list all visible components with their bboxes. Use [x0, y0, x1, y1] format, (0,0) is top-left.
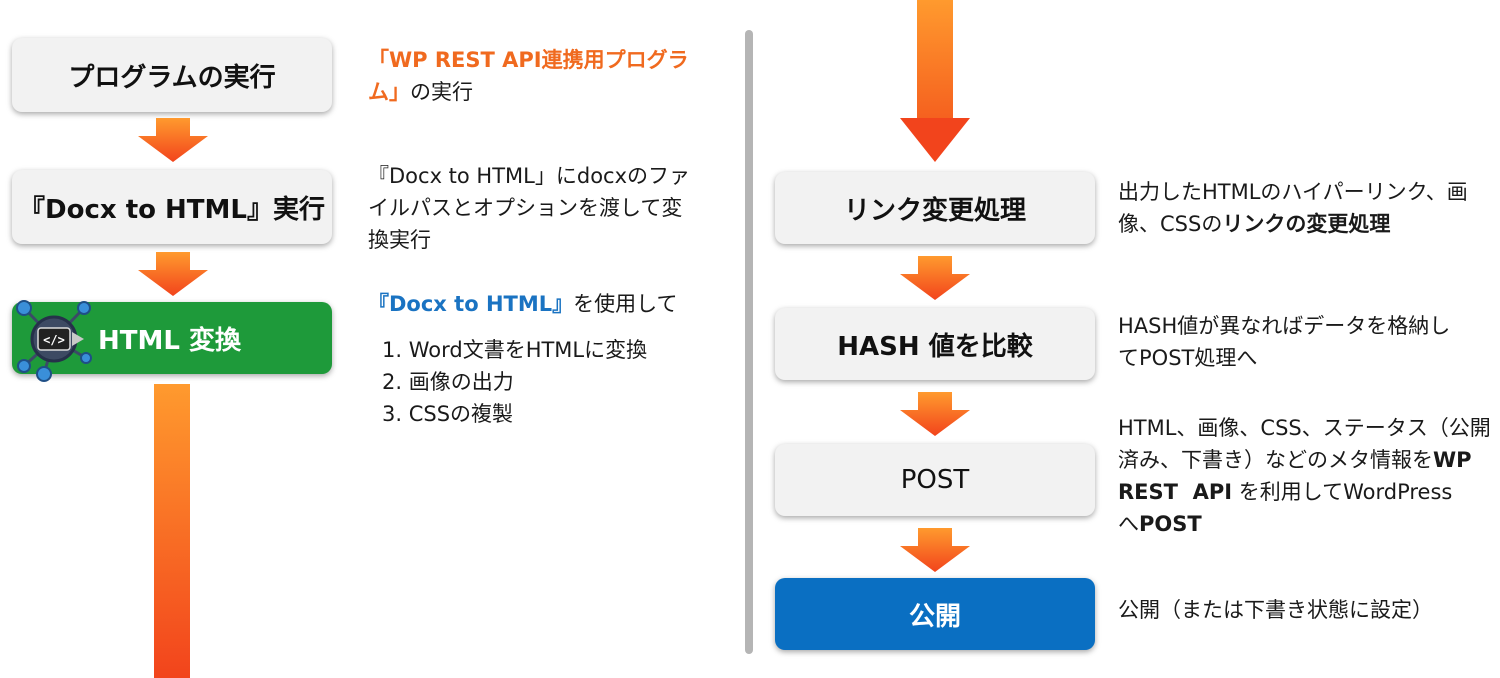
- step-hash-compare-label: HASH 値を比較: [837, 331, 1033, 362]
- step-publish-label: 公開: [908, 601, 961, 632]
- convert-steps-list: 1. Word文書をHTMLに変換 2. 画像の出力 3. CSSの複製: [382, 334, 647, 430]
- desc-publish: 公開（または下書き状態に設定）: [1118, 594, 1498, 626]
- desc-html-convert-suffix: を使用して: [573, 292, 678, 316]
- step-publish: 公開: [775, 578, 1095, 650]
- desc-post-line-bold: REST API: [1118, 480, 1233, 504]
- desc-docx-line: 換実行: [368, 228, 431, 252]
- desc-program-run: 「WP REST API連携用プログラム」の実行: [368, 44, 698, 108]
- column-divider: [745, 30, 753, 654]
- arrow-down-icon: [900, 528, 970, 572]
- desc-docx-to-html: 『Docx to HTML」にdocxのファ イルパスとオプションを渡して変 換…: [368, 160, 708, 256]
- desc-link-line-bold: リンクの変更処理: [1222, 212, 1391, 236]
- desc-hash-line: てPOST処理へ: [1118, 346, 1258, 370]
- step-post: POST: [775, 444, 1095, 516]
- list-item: 1. Word文書をHTMLに変換: [382, 338, 648, 362]
- arrow-down-icon: [138, 252, 208, 296]
- arrow-down-icon: [900, 118, 970, 162]
- step-post-label: POST: [900, 465, 970, 495]
- desc-post-line-plain: へ: [1118, 512, 1139, 536]
- desc-post: HTML、画像、CSS、ステータス（公開 済み、下書き）などのメタ情報をWP R…: [1118, 412, 1498, 540]
- desc-hash-compare: HASH値が異なればデータを格納し てPOST処理へ: [1118, 310, 1498, 374]
- program-run-suffix: の実行: [410, 80, 473, 104]
- step-program-run-label: プログラムの実行: [68, 62, 276, 93]
- program-name-highlight: 「WP REST API連携用プログラム」: [368, 48, 689, 104]
- desc-docx-line: イルパスとオプションを渡して変: [368, 196, 683, 220]
- desc-hash-line: HASH値が異なればデータを格納し: [1118, 314, 1451, 338]
- desc-post-line-bold: WP: [1433, 448, 1472, 472]
- step-program-run: プログラムの実行: [12, 38, 332, 112]
- arrow-down-icon: [138, 118, 208, 162]
- desc-link-line: 出力したHTMLのハイパーリンク、画: [1118, 180, 1468, 204]
- step-html-convert-label: HTML 変換: [98, 325, 241, 356]
- step-hash-compare: HASH 値を比較: [775, 308, 1095, 380]
- step-link-change-label: リンク変更処理: [843, 195, 1026, 226]
- desc-publish-text: 公開（または下書き状態に設定）: [1118, 598, 1433, 622]
- incoming-arrow-shaft: [917, 0, 953, 120]
- desc-html-convert: 『Docx to HTML』を使用して: [368, 288, 708, 320]
- code-gear-icon: </>: [14, 296, 94, 382]
- step-docx-to-html: 『Docx to HTML』実行: [12, 170, 332, 244]
- svg-text:</>: </>: [43, 333, 65, 347]
- arrow-down-icon: [900, 256, 970, 300]
- arrow-down-icon: [900, 392, 970, 436]
- long-arrow-shaft: [154, 384, 190, 678]
- docx-to-html-highlight: 『Docx to HTML』: [368, 292, 574, 316]
- list-item: 2. 画像の出力: [382, 370, 514, 394]
- desc-link-change: 出力したHTMLのハイパーリンク、画 像、CSSのリンクの変更処理: [1118, 176, 1498, 240]
- step-docx-to-html-label: 『Docx to HTML』実行: [19, 194, 325, 225]
- desc-docx-line: 『Docx to HTML」にdocxのファ: [368, 164, 691, 188]
- step-link-change: リンク変更処理: [775, 172, 1095, 244]
- desc-post-line-bold: POST: [1139, 512, 1202, 536]
- list-item: 3. CSSの複製: [382, 402, 514, 426]
- desc-post-line-plain: を利用してWordPress: [1232, 480, 1453, 504]
- desc-link-line-plain: 像、CSSの: [1118, 212, 1223, 236]
- desc-post-line-plain: 済み、下書き）などのメタ情報を: [1118, 448, 1433, 472]
- desc-post-line: HTML、画像、CSS、ステータス（公開: [1118, 416, 1491, 440]
